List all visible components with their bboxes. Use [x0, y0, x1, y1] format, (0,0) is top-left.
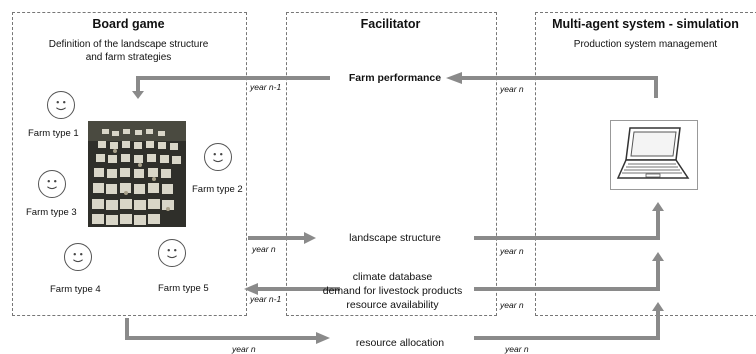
demand-livestock-label: demand for livestock products [322, 285, 463, 297]
farm-type-label: Farm type 1 [28, 128, 79, 139]
arrow-climate-out [474, 252, 664, 291]
resource-availability-label: resource availability [346, 299, 439, 311]
board-game-photo [88, 121, 186, 227]
climate-database-label: climate database [352, 271, 433, 283]
arrow-alloc-in [125, 318, 330, 344]
arrow-landscape-in [248, 232, 316, 244]
resource-allocation-label: resource allocation [355, 337, 445, 349]
smiley-icon [47, 91, 75, 119]
farm-performance-label: Farm performance [348, 72, 442, 84]
year-label: year n [500, 84, 524, 94]
board-game-subtitle: Definition of the landscape structure an… [12, 38, 245, 64]
farm-type-label: Farm type 2 [192, 184, 243, 195]
laptop-icon [610, 120, 698, 190]
board-game-subtitle-line1: Definition of the landscape structure [48, 39, 209, 50]
year-label: year n-1 [250, 294, 282, 304]
facilitator-title: Facilitator [360, 17, 421, 31]
year-label: year n-1 [250, 82, 282, 92]
arrow-perf-board [132, 76, 330, 99]
year-label: year n [500, 246, 524, 256]
landscape-structure-label: landscape structure [349, 232, 441, 244]
board-game-title: Board game [92, 17, 165, 31]
year-label: year n [500, 300, 524, 310]
smiley-icon [158, 239, 186, 267]
board-game-subtitle-line2: and farm strategies [85, 52, 172, 63]
year-label: year n [505, 344, 529, 354]
facilitator-panel [286, 12, 497, 316]
arrow-perf-mas [446, 72, 658, 98]
smiley-icon [38, 170, 66, 198]
arrow-landscape-out [474, 202, 664, 240]
smiley-icon [204, 143, 232, 171]
year-label: year n [252, 244, 276, 254]
mas-subtitle: Production system management [573, 39, 718, 50]
farm-type-label: Farm type 5 [158, 283, 209, 294]
farm-type-label: Farm type 3 [26, 207, 77, 218]
arrow-alloc-out [474, 302, 664, 340]
arrow-climate-back [244, 283, 340, 295]
smiley-icon [64, 243, 92, 271]
mas-title: Multi-agent system - simulation [552, 17, 739, 31]
year-label: year n [232, 344, 256, 354]
farm-type-label: Farm type 4 [50, 284, 101, 295]
